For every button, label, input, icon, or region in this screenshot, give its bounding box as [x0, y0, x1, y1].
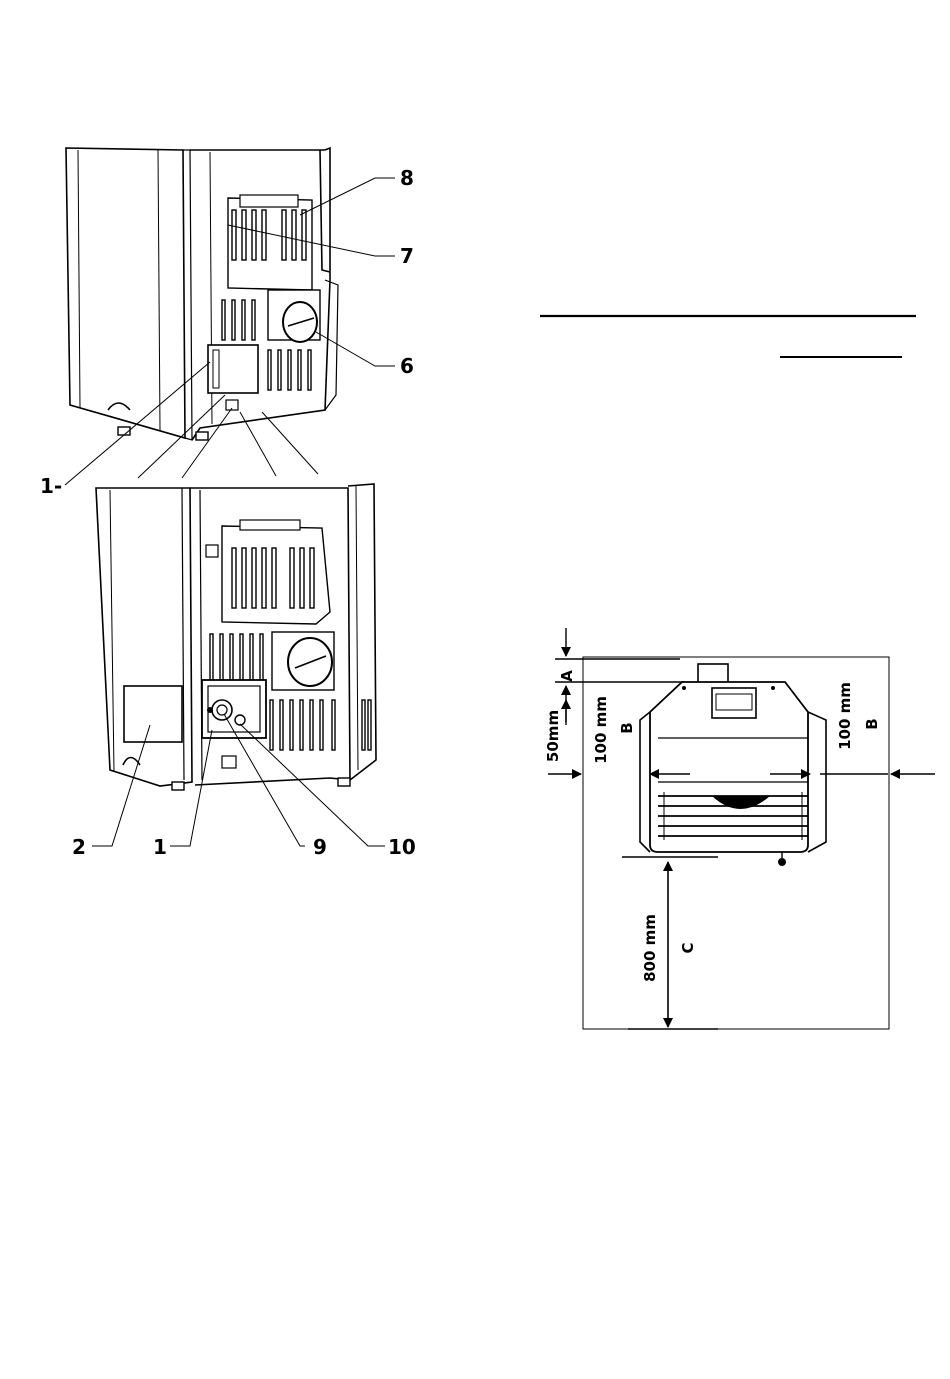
label-a: A — [558, 670, 576, 682]
air-intake-9-10 — [202, 680, 266, 738]
label-800mm: 800 mm — [641, 914, 659, 982]
label-c: C — [679, 942, 697, 953]
stove-rear-view-top — [66, 148, 338, 440]
side-handle-top — [108, 403, 130, 410]
rear-plate-slot — [240, 195, 298, 207]
rear-switch-bottom — [222, 756, 236, 768]
removed-plate-2 — [124, 686, 182, 742]
stove-top-view — [640, 664, 826, 866]
label-100mm-right: 100 mm — [836, 682, 854, 750]
callout-2: 2 — [72, 835, 86, 859]
foot-left-bottom — [172, 782, 184, 790]
callout-6: 6 — [400, 354, 414, 378]
flue-outlet-bottom — [272, 632, 334, 690]
rear-plate-8 — [228, 198, 312, 290]
label-b-left: B — [618, 722, 636, 733]
callout-9: 9 — [313, 835, 327, 859]
top-callout-leaders — [65, 178, 395, 485]
callout-10: 10 — [388, 835, 416, 859]
front-knob — [778, 858, 786, 866]
clearance-diagram: A 50mm 100 mm B 100 mm B 800 mm C — [544, 628, 935, 1029]
stove-rear-view-bottom — [96, 484, 376, 790]
label-100mm-left: 100 mm — [592, 696, 610, 764]
callout-1-bottom: 1 — [153, 835, 167, 859]
callout-1-top: 1- — [40, 474, 62, 498]
label-50mm: 50mm — [544, 710, 562, 762]
callout-7: 7 — [400, 244, 414, 268]
callout-8: 8 — [400, 166, 414, 190]
flue-outlet-6 — [268, 290, 320, 342]
label-b-right: B — [863, 718, 881, 729]
flue-pipe — [698, 664, 728, 684]
